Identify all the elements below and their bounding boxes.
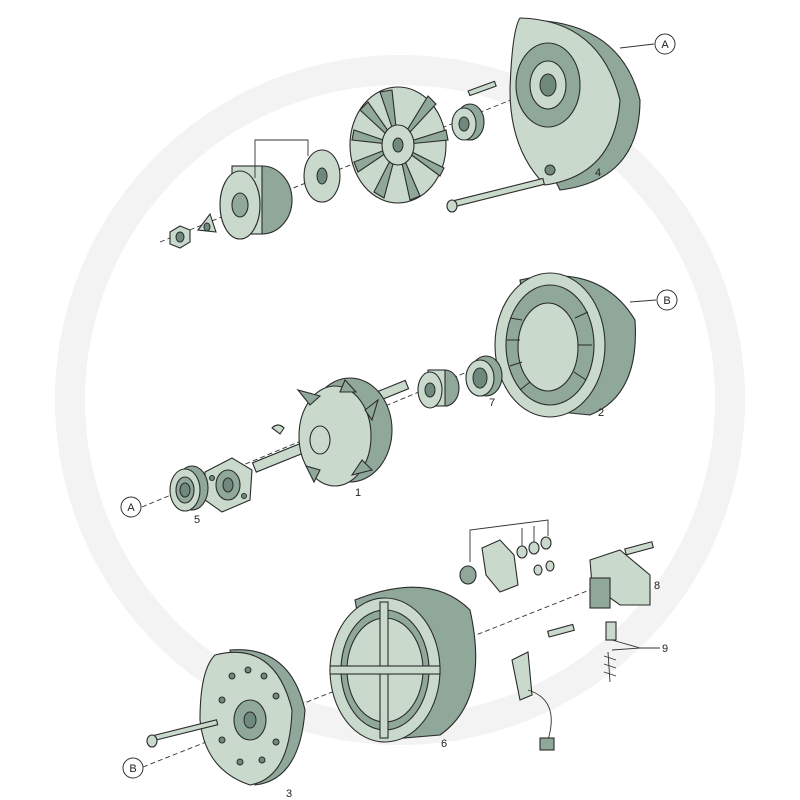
brush-holder-bracket (511, 623, 575, 751)
part-4-label: 4 (595, 167, 601, 179)
drive-end-housing (509, 17, 641, 191)
ref-b-bottom-label: B (129, 763, 136, 775)
housing-bolt (146, 719, 219, 748)
bearing-plate (204, 457, 253, 513)
leader-ref-b-top (629, 299, 657, 303)
part-6-label: 6 (441, 738, 447, 750)
rear-housing (199, 649, 306, 786)
stator (494, 272, 637, 418)
lock-washer (196, 212, 217, 233)
fan (349, 86, 449, 204)
regulator-8 (589, 541, 655, 609)
ref-b-top-circle (656, 289, 678, 311)
part-7-label: 7 (489, 397, 495, 409)
part-5-label: 5 (194, 514, 200, 526)
through-bolt (446, 177, 545, 213)
bearing-5 (169, 465, 209, 512)
bearing-spacer (451, 103, 485, 141)
ref-a-bottom-circle (120, 496, 142, 518)
pulley-spacer (303, 149, 341, 203)
ref-a-bottom-label: A (127, 502, 135, 514)
ref-b-bottom-circle (122, 757, 144, 779)
ref-a-top-circle (654, 33, 676, 55)
part-1-label: 1 (355, 487, 361, 499)
cover-cap (329, 586, 477, 743)
part-3-label: 3 (286, 788, 292, 800)
brushes-springs-9 (603, 621, 660, 683)
ref-a-top-label: A (661, 39, 669, 51)
leader-pulley (254, 139, 309, 178)
part-9-label: 9 (662, 643, 668, 655)
rectifier-washers (459, 519, 555, 593)
bearing-7 (417, 369, 460, 409)
pulley-nut (169, 225, 191, 249)
bearing-ring (465, 355, 503, 397)
pulley (219, 165, 293, 240)
rotor (251, 377, 410, 487)
ref-b-top-label: B (663, 295, 670, 307)
part-8-label: 8 (654, 580, 660, 592)
screw-small (467, 80, 497, 97)
part-2-label: 2 (598, 407, 604, 419)
leader-ref-a-top (619, 43, 655, 49)
